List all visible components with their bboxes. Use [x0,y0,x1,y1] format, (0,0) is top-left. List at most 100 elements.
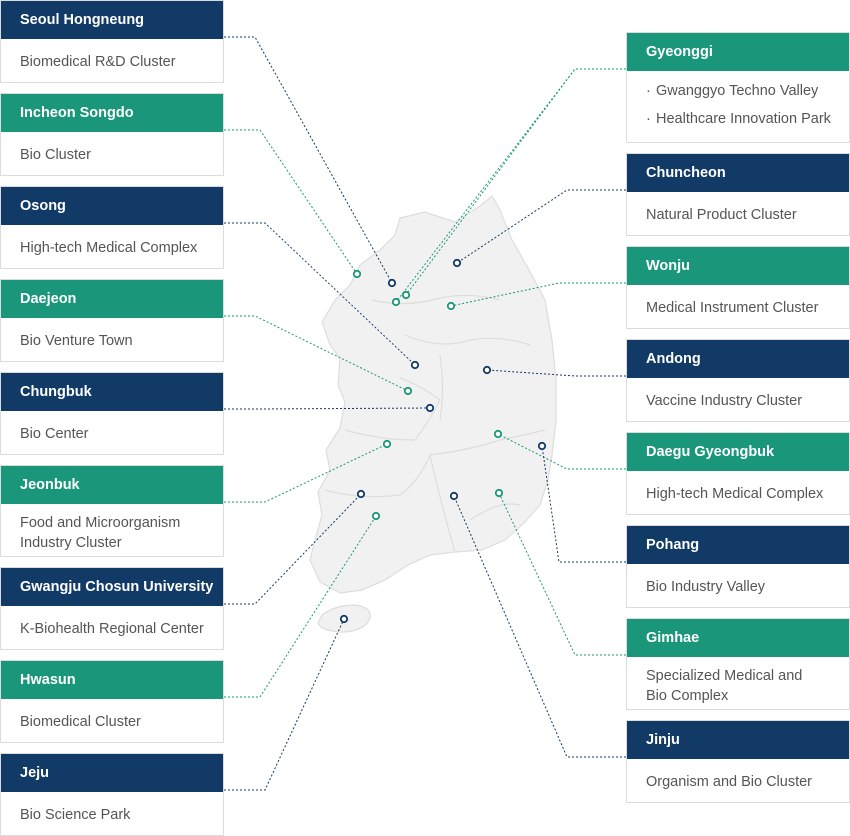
card-description-line: Bio Science Park [20,807,131,823]
connector-gimhae [498,492,626,656]
card-description: Biomedical R&D Cluster [1,39,223,72]
card-description-line: Natural Product Cluster [646,207,797,223]
card-title: Jeonbuk [1,466,223,504]
connector-lines [224,36,626,791]
connector-jeju [224,618,345,791]
connector-jinju [453,495,626,758]
card-description-line: Organism and Bio Cluster [646,774,813,790]
card-title: Chungbuk [1,373,223,411]
card-title: Jeju [1,754,223,792]
card-description-line: Bio Center [20,426,89,442]
marker-andong [482,365,492,375]
card-description: K-Biohealth Regional Center [1,606,223,639]
card-description: Bio Industry Valley [627,564,849,597]
marker-daegu-gyeongbuk [493,429,503,439]
card-gyeonggi: GyeonggiGwanggyo Techno ValleyHealthcare… [626,32,850,143]
card-description-line: K-Biohealth Regional Center [20,621,204,637]
marker-jinju [449,491,459,501]
location-markers [339,258,547,624]
card-bullet-item: Healthcare Innovation Park [646,109,839,129]
marker-jeju [339,614,349,624]
card-title: Daegu Gyeongbuk [627,433,849,471]
connector-gwangju [224,493,362,605]
marker-gimhae [494,488,504,498]
marker-chungbuk [425,403,435,413]
card-description: Medical Instrument Cluster [627,285,849,318]
card-description-line: Biomedical Cluster [20,714,141,730]
card-description: High-tech Medical Complex [1,225,223,258]
card-description: Bio Science Park [1,792,223,825]
card-description-line: Specialized Medical and [646,668,803,684]
card-description-line: Bio Complex [646,688,729,704]
card-description: Bio Center [1,411,223,444]
card-description-line: Medical Instrument Cluster [646,300,819,316]
connector-hwasun [224,515,377,698]
marker-seoul-hongneung [387,278,397,288]
connector-gyeonggi [395,68,626,303]
marker-daejeon [403,386,413,396]
peninsula-outline [309,195,557,633]
connector-osong [224,222,416,366]
card-title: Gyeonggi [627,33,849,71]
card-title: Pohang [627,526,849,564]
card-description-line: High-tech Medical Complex [20,240,198,256]
card-description-line: Vaccine Industry Cluster [646,393,803,409]
connector-pohang [541,445,626,563]
connector-incheon-songdo [224,129,358,275]
card-title: Incheon Songdo [1,94,223,132]
marker-osong [410,360,420,370]
connector-jeonbuk [224,443,388,503]
marker-gyeonggi [391,297,401,307]
card-title: Andong [627,340,849,378]
connector-wonju [450,282,626,307]
marker-hwasun [371,511,381,521]
card-description-line: Biomedical R&D Cluster [20,54,176,70]
connector-andong [486,369,626,377]
card-description: Vaccine Industry Cluster [627,378,849,411]
card-title: Seoul Hongneung [1,1,223,39]
marker-chuncheon [452,258,462,268]
marker-gyeonggi [401,290,411,300]
card-description: Natural Product Cluster [627,192,849,225]
card-bullet-list: Gwanggyo Techno ValleyHealthcare Innovat… [646,81,839,129]
card-title: Chuncheon [627,154,849,192]
card-description: Bio Venture Town [1,318,223,351]
card-description: High-tech Medical Complex [627,471,849,504]
card-description-line: Bio Industry Valley [646,579,766,595]
card-description: Gwanggyo Techno ValleyHealthcare Innovat… [627,71,849,129]
province-boundary [324,294,546,553]
card-description-line: Industry Cluster [20,535,122,551]
card-title: Wonju [627,247,849,285]
connector-daejeon [224,315,409,392]
card-description-line: High-tech Medical Complex [646,486,824,502]
marker-pohang [537,441,547,451]
card-title: Gimhae [627,619,849,657]
card-title: Daejeon [1,280,223,318]
marker-incheon-songdo [352,269,362,279]
card-description-line: Bio Venture Town [20,333,133,349]
card-description: Bio Cluster [1,132,223,165]
card-description-line: Food and Microorganism [20,515,181,531]
card-description: Organism and Bio Cluster [627,759,849,792]
card-bullet-item: Gwanggyo Techno Valley [646,81,839,101]
connector-chungbuk [224,407,431,410]
